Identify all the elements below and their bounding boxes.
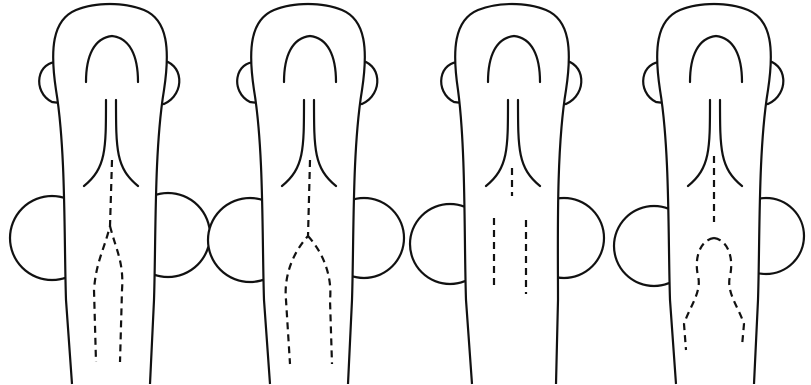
panel-3 (410, 4, 604, 384)
panel-1 (10, 4, 210, 384)
panel-2 (208, 4, 404, 384)
panel-4 (614, 4, 804, 384)
body-outline (251, 4, 365, 384)
body-outline (53, 4, 167, 384)
